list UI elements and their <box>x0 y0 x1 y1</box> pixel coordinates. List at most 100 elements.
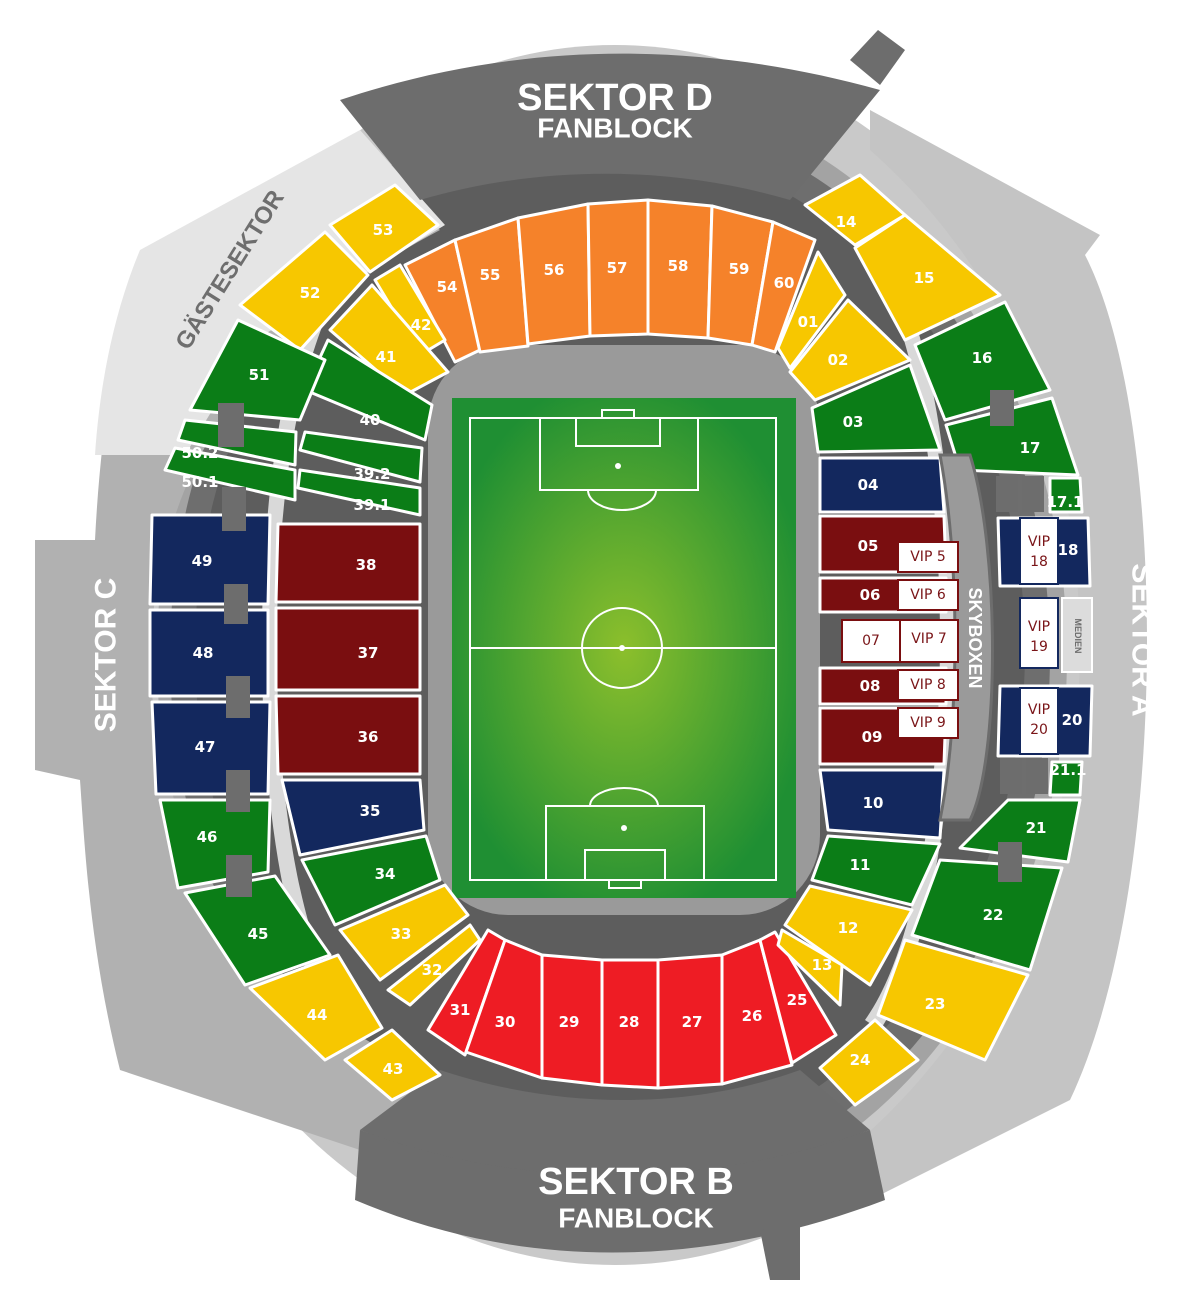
label-08: 08 <box>860 677 881 695</box>
sector-a-blocks <box>776 173 1094 1107</box>
label-30: 30 <box>495 1013 516 1031</box>
block-01[interactable] <box>776 250 847 370</box>
block-26[interactable] <box>720 938 794 1086</box>
sector-c-label: SEKTOR C <box>90 578 123 732</box>
sector-d-subtitle: FANBLOCK <box>537 113 693 144</box>
block-37[interactable] <box>274 606 422 692</box>
label-07: 07 <box>862 633 880 649</box>
block-24[interactable] <box>818 1018 920 1107</box>
label-20: 20 <box>1062 711 1083 729</box>
sector-d-header <box>340 30 905 200</box>
service-box <box>1022 476 1044 512</box>
block-04[interactable] <box>818 456 946 514</box>
block-53[interactable] <box>328 183 440 274</box>
vip-6-box[interactable] <box>897 579 959 611</box>
service-box <box>226 855 252 897</box>
label-31: 31 <box>450 1001 471 1019</box>
label-39-2: 39.2 <box>353 465 390 483</box>
block-21[interactable] <box>958 798 1082 864</box>
label-53: 53 <box>373 221 394 239</box>
block-25[interactable] <box>758 930 838 1065</box>
block-13[interactable] <box>776 928 844 1007</box>
label-36: 36 <box>358 728 379 746</box>
vip-18-label-b: 18 <box>1030 554 1048 570</box>
block-02[interactable] <box>788 298 912 402</box>
block-35[interactable] <box>280 778 426 857</box>
vip-20-label-b: 20 <box>1030 722 1048 738</box>
label-37: 37 <box>358 644 379 662</box>
vip-18-box[interactable] <box>1019 517 1059 585</box>
sector-a-label: SEKTOR A <box>1126 563 1159 716</box>
block-38[interactable] <box>274 522 422 604</box>
vip-5-box[interactable] <box>897 541 959 573</box>
service-box <box>996 476 1018 512</box>
label-10: 10 <box>863 794 884 812</box>
label-32: 32 <box>422 961 443 979</box>
block-03[interactable] <box>810 363 942 454</box>
vip-20-box[interactable] <box>1019 687 1059 755</box>
vip-9-box[interactable] <box>897 707 959 739</box>
block-10[interactable] <box>818 768 946 840</box>
service-box <box>998 842 1022 882</box>
service-box <box>226 770 250 812</box>
pitch <box>452 398 796 898</box>
service-box <box>1000 758 1022 794</box>
vip-7-box[interactable] <box>899 619 959 663</box>
vip-19-box[interactable] <box>1019 597 1059 669</box>
label-39-1: 39.1 <box>353 496 390 514</box>
block-07[interactable] <box>841 619 901 663</box>
vip-18-label-a: VIP <box>1028 534 1050 550</box>
block-52[interactable] <box>238 230 370 352</box>
label-44: 44 <box>307 1006 328 1024</box>
label-60: 60 <box>774 274 795 292</box>
block-44[interactable] <box>248 953 384 1062</box>
block-32[interactable] <box>386 923 482 1007</box>
sector-d-title: SEKTOR D <box>517 77 713 119</box>
label-17-1: 17.1 <box>1046 493 1083 511</box>
label-42: 42 <box>411 316 432 334</box>
vip-7-label: VIP 7 <box>911 631 947 647</box>
block-12[interactable] <box>783 884 914 987</box>
label-54: 54 <box>437 278 458 296</box>
label-03: 03 <box>843 413 864 431</box>
block-39-2[interactable] <box>298 430 424 484</box>
label-59: 59 <box>729 260 750 278</box>
label-38: 38 <box>356 556 377 574</box>
vip-8-box[interactable] <box>897 669 959 701</box>
block-16[interactable] <box>913 300 1052 422</box>
block-11[interactable] <box>810 834 942 907</box>
sector-b-header <box>355 1070 885 1280</box>
label-24: 24 <box>850 1051 871 1069</box>
block-39-1[interactable] <box>296 468 422 517</box>
block-60[interactable] <box>750 220 817 354</box>
block-33[interactable] <box>338 883 470 982</box>
block-15[interactable] <box>853 213 1002 342</box>
label-34: 34 <box>375 865 396 883</box>
vip-20-label-a: VIP <box>1028 702 1050 718</box>
block-34[interactable] <box>300 834 442 927</box>
label-48: 48 <box>193 644 214 662</box>
label-49: 49 <box>192 552 213 570</box>
block-17-1[interactable] <box>1048 476 1084 514</box>
label-51: 51 <box>249 366 270 384</box>
label-57: 57 <box>607 259 628 277</box>
block-23[interactable] <box>876 938 1030 1062</box>
block-55[interactable] <box>453 216 530 354</box>
service-box <box>990 390 1014 426</box>
label-21-1: 21.1 <box>1049 761 1086 779</box>
block-43[interactable] <box>343 1028 442 1102</box>
block-21-1[interactable] <box>1048 760 1084 797</box>
label-15: 15 <box>914 269 935 287</box>
label-52: 52 <box>300 284 321 302</box>
block-labels: 54 55 56 57 58 59 60 31 30 29 28 27 26 2… <box>181 213 1086 1078</box>
vip-boxes <box>841 517 1059 755</box>
vip-19-label-a: VIP <box>1028 619 1050 635</box>
service-box <box>218 403 244 447</box>
label-14: 14 <box>836 213 857 231</box>
block-36[interactable] <box>274 694 422 776</box>
label-35: 35 <box>360 802 381 820</box>
block-50-1[interactable] <box>163 446 297 502</box>
label-45: 45 <box>248 925 269 943</box>
block-51[interactable] <box>188 318 327 422</box>
vip-labels: VIP 5 VIP 6 07 VIP 7 VIP 8 VIP 9 VIP 18 … <box>862 534 1050 738</box>
